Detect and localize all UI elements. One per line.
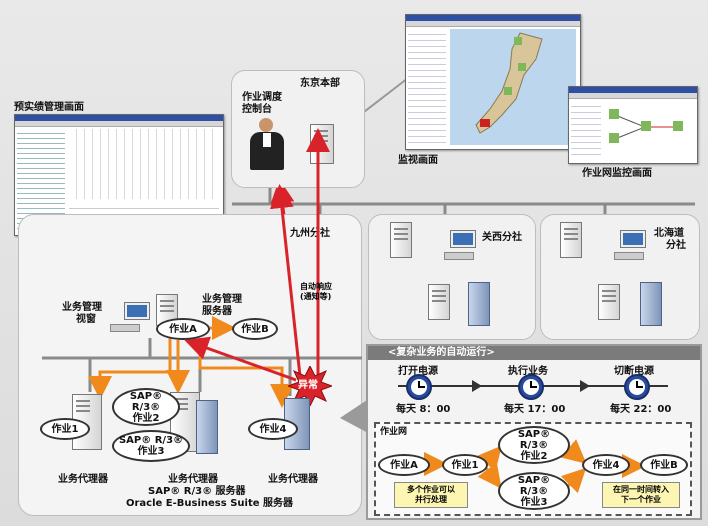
note-same-time: 在同一时间转入 下一个作业 [602, 482, 680, 508]
auto-run-header [368, 346, 700, 360]
biz-view-label-2: 视窗 [76, 314, 96, 325]
biz-view-label-1: 业务管理 [62, 302, 102, 313]
step-power-on-time: 每天 8：00 [396, 404, 451, 415]
monitor-screen-label: 监视画面 [398, 155, 438, 166]
job-b-node: 作业B [232, 318, 278, 340]
jobnet-label: 作业网 [380, 427, 408, 437]
sap-job3-node: SAP® R/3® 作业3 [112, 430, 190, 462]
hokkaido-label-1: 北海道 [654, 228, 684, 239]
auto-notify-line-2: (通知等) [300, 292, 332, 301]
auto-notify-line-1: 自动响应 [300, 282, 332, 291]
sap-job2-line-1: SAP® [129, 390, 163, 402]
sap-job2-line-2: R/3® [131, 401, 161, 413]
sap-server-label: SAP® R/3® 服务器 [148, 486, 246, 497]
agent-mid-label: 业务代理器 [168, 474, 218, 485]
step-execute-time: 每天 17：00 [504, 404, 566, 415]
step-execute-label: 执行业务 [508, 366, 548, 377]
auto-run-panel: <复杂业务的自动运行> 打开电源 每天 8：00 执行业务 每天 17：00 切… [366, 344, 702, 520]
sap-job3-line-2: 作业3 [137, 446, 165, 457]
hokkaido-server-2 [598, 284, 620, 320]
kansai-keyboard [444, 252, 474, 260]
note-parallel-line-2: 并行处理 [415, 495, 447, 504]
clock-icon-power-on [406, 374, 432, 400]
scheduler-label-2: 控制台 [242, 104, 272, 115]
job-4-node: 作业4 [248, 418, 298, 440]
agent-left-label: 业务代理器 [58, 474, 108, 485]
flow-sap3-line-3: 作业3 [520, 496, 548, 508]
flow-sap3-line-1: SAP® [517, 474, 551, 486]
abnormal-burst [288, 366, 332, 406]
flow-sap2-line-1: SAP® [517, 428, 551, 440]
flow-sap-job3: SAP® R/3® 作业3 [498, 472, 570, 510]
step-power-off-label: 切断电源 [614, 366, 654, 377]
flow-job-4: 作业4 [582, 454, 630, 476]
kansai-server-2 [428, 284, 450, 320]
auto-notify-label: 自动响应 (通知等) [300, 282, 332, 302]
callout-pointer [340, 398, 370, 434]
note-parallel-line-1: 多个作业可以 [407, 485, 455, 494]
kyushu-label: 九州分社 [290, 228, 330, 239]
sap-job2-line-3: 作业2 [132, 412, 160, 424]
job-1-node: 作业1 [40, 418, 90, 440]
note-parallel: 多个作业可以 并行处理 [394, 482, 468, 508]
jobnet-monitor-screenshot [568, 86, 698, 164]
agent-right-label: 业务代理器 [268, 474, 318, 485]
hokkaido-monitor [620, 230, 646, 248]
hokkaido-rack [640, 282, 662, 326]
flow-job-a: 作业A [378, 454, 430, 476]
sap-job3-line-1: SAP® R/3® [118, 435, 184, 446]
kyushu-panel [18, 214, 362, 516]
kansai-monitor [450, 230, 476, 248]
agent-left-server [72, 394, 102, 450]
biz-server-label-2: 服务器 [202, 306, 232, 317]
flow-sap2-line-3: 作业2 [520, 450, 548, 462]
kansai-server-1 [390, 222, 412, 258]
sap-job2-node: SAP® R/3® 作业2 [112, 388, 180, 426]
note-same-time-line-2: 下一个作业 [621, 495, 661, 504]
step-power-on-label: 打开电源 [398, 366, 438, 377]
step-power-off-time: 每天 22：00 [610, 404, 672, 415]
note-same-time-line-1: 在同一时间转入 [613, 485, 669, 494]
agent-mid-rack [196, 400, 218, 454]
flow-sap3-line-2: R/3® [519, 485, 549, 497]
kansai-label: 关西分社 [482, 232, 522, 243]
scheduler-label-1: 作业调度 [242, 92, 282, 103]
hokkaido-server-1 [560, 222, 582, 258]
biz-server-label-1: 业务管理 [202, 294, 242, 305]
flow-job-b: 作业B [640, 454, 688, 476]
monitor-screenshot [405, 14, 581, 150]
oracle-server-label: Oracle E-Business Suite 服务器 [126, 498, 293, 509]
job-a-node: 作业A [156, 318, 210, 340]
forecast-screen-label: 预实绩管理画面 [14, 102, 84, 113]
kansai-rack [468, 282, 490, 326]
auto-run-title: <复杂业务的自动运行> [388, 347, 495, 358]
abnormal-label: 异常 [298, 380, 318, 391]
clock-icon-execute [518, 374, 544, 400]
biz-view-monitor [124, 302, 150, 320]
biz-view-keyboard [110, 324, 140, 332]
operator-figure [250, 118, 284, 170]
hokkaido-keyboard [614, 252, 644, 260]
tokyo-hq-label: 东京本部 [300, 78, 340, 89]
clock-icon-power-off [624, 374, 650, 400]
flow-sap2-line-2: R/3® [519, 439, 549, 451]
flow-job-1: 作业1 [442, 454, 488, 476]
hokkaido-label-2: 分社 [666, 240, 686, 251]
jobnet-monitor-label: 作业网监控画面 [582, 168, 652, 179]
flow-sap-job2: SAP® R/3® 作业2 [498, 426, 570, 464]
